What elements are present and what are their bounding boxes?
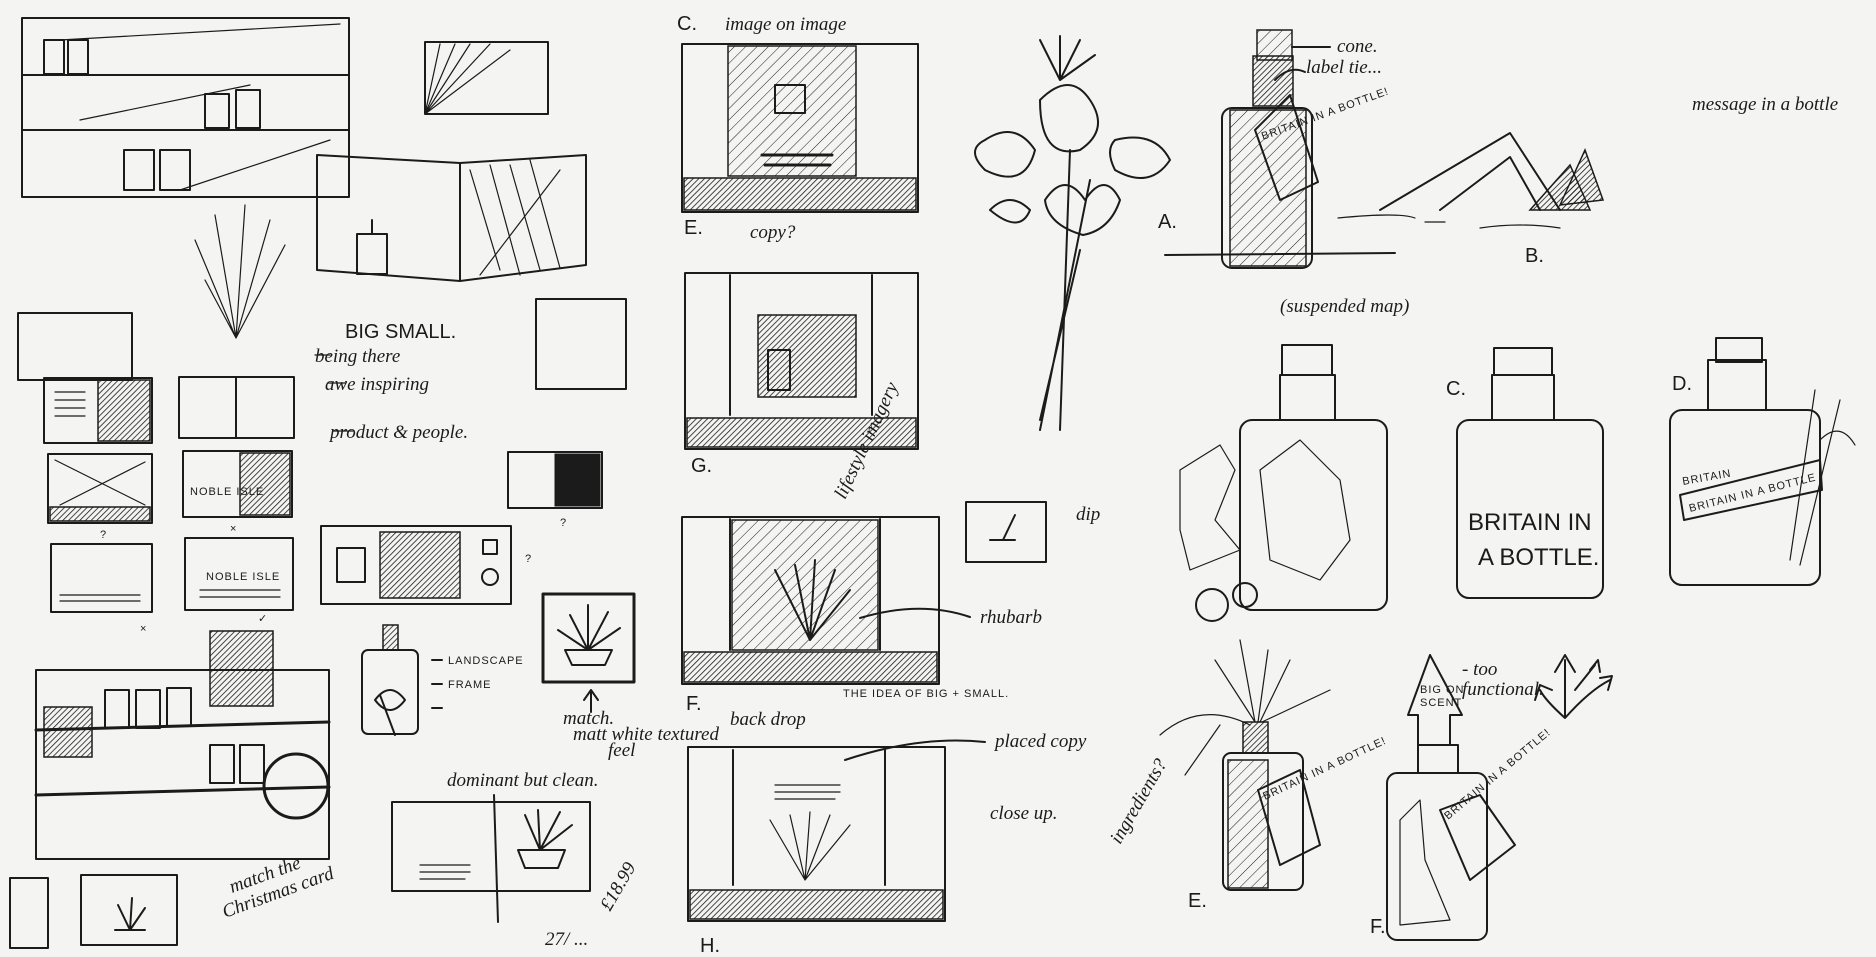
note-copy: copy? [750, 222, 796, 243]
note-product-people: product & people. [328, 422, 468, 443]
note-close-up: close up. [990, 803, 1058, 824]
thumb-note: ? [560, 517, 567, 529]
note-landscape: LANDSCAPE [448, 655, 524, 667]
hatched-square-sketch [424, 41, 549, 115]
label-e-bottle: E. [1188, 890, 1207, 912]
note-being-there: being there [315, 346, 400, 367]
storyboard-c: C. image on image E. copy? [677, 13, 919, 243]
bottle-c-text-line1: BRITAIN IN [1468, 509, 1592, 536]
note-match: match. [563, 708, 614, 729]
bottle-c-text-line2: A BOTTLE. [1478, 544, 1599, 571]
note-frame: FRAME [448, 679, 492, 691]
label-b: B. [1525, 245, 1544, 267]
folded-panel-sketch [316, 154, 587, 282]
label-h: H. [700, 935, 720, 957]
caption-big-small: THE IDEA OF BIG + SMALL. [843, 688, 1009, 700]
note-big-small: BIG SMALL. [345, 321, 456, 343]
note-message-in-a-bottle: message in a bottle [1692, 94, 1838, 115]
thumb-note: ? [525, 553, 532, 565]
thumb-note: ? [100, 529, 107, 541]
note-awe-inspiring: awe inspiring [325, 374, 429, 395]
label-f: F. [686, 693, 702, 715]
label-a: A. [1158, 211, 1177, 233]
bottle-suspended-map: (suspended map) [1179, 296, 1409, 622]
label-c: C. [677, 13, 697, 35]
label-c-bottle: C. [1446, 378, 1466, 400]
note-suspended-map: (suspended map) [1280, 296, 1409, 317]
note-cone: cone. [1337, 36, 1378, 57]
layout-thumbnails: ? NOBLE ISLE × ? × NOBLE ISLE ✓ ? [43, 376, 603, 635]
label-e: E. [684, 217, 703, 239]
bottle-c-sketch: C. BRITAIN IN A BOTTLE. [1446, 347, 1604, 599]
shelf-sketch [21, 17, 350, 198]
blank-frame [9, 877, 49, 949]
note-functional: functional. [1462, 679, 1544, 700]
small-plant-frame [80, 874, 178, 946]
note-dominant-clean: dominant but clean. [447, 770, 598, 791]
message-in-bottle-b: message in a bottle B. [1337, 94, 1838, 267]
note-matt-white: matt white textured [573, 724, 719, 745]
note-too: - too [1462, 659, 1497, 680]
thumb-note: ✓ [258, 613, 268, 625]
label-g: G. [691, 455, 712, 477]
note-rhubarb: rhubarb [980, 607, 1042, 628]
thumb-note: × [140, 623, 147, 635]
blank-frame [17, 312, 133, 381]
note-feel: feel [608, 740, 635, 761]
bouquet-sketch: A. [974, 35, 1177, 431]
note-footer: 27/ ... [545, 929, 588, 950]
thumb-note: × [230, 523, 237, 535]
notes-big-small: BIG SMALL. being there awe inspiring pro… [314, 321, 468, 443]
brand-label: NOBLE ISLE [190, 486, 264, 498]
storyboard-f: rhubarb THE IDEA OF BIG + SMALL. F. back… [681, 501, 1100, 730]
note-image-on-image: image on image [725, 14, 846, 35]
label-d: D. [1672, 373, 1692, 395]
shop-shelf-sketch [34, 630, 331, 860]
note-dip: dip [1076, 504, 1100, 525]
labelled-bottle-sketch: LANDSCAPE FRAME [361, 624, 524, 736]
plant-sketch [194, 204, 286, 339]
storyboard-h: placed copy close up. H. [687, 731, 1087, 957]
brand-label: NOBLE ISLE [206, 571, 280, 583]
framed-plant-sketch: match. matt white textured feel [541, 592, 719, 761]
note-placed-copy: placed copy [993, 731, 1087, 752]
sign-text-2: SCENT [1420, 697, 1462, 709]
sign-text-1: BIG ON [1420, 684, 1465, 696]
note-back-drop: back drop [730, 709, 806, 730]
note-label-tie: label tie... [1306, 57, 1382, 78]
label-f-bottle: F. [1370, 916, 1386, 938]
blank-frame [535, 298, 627, 390]
